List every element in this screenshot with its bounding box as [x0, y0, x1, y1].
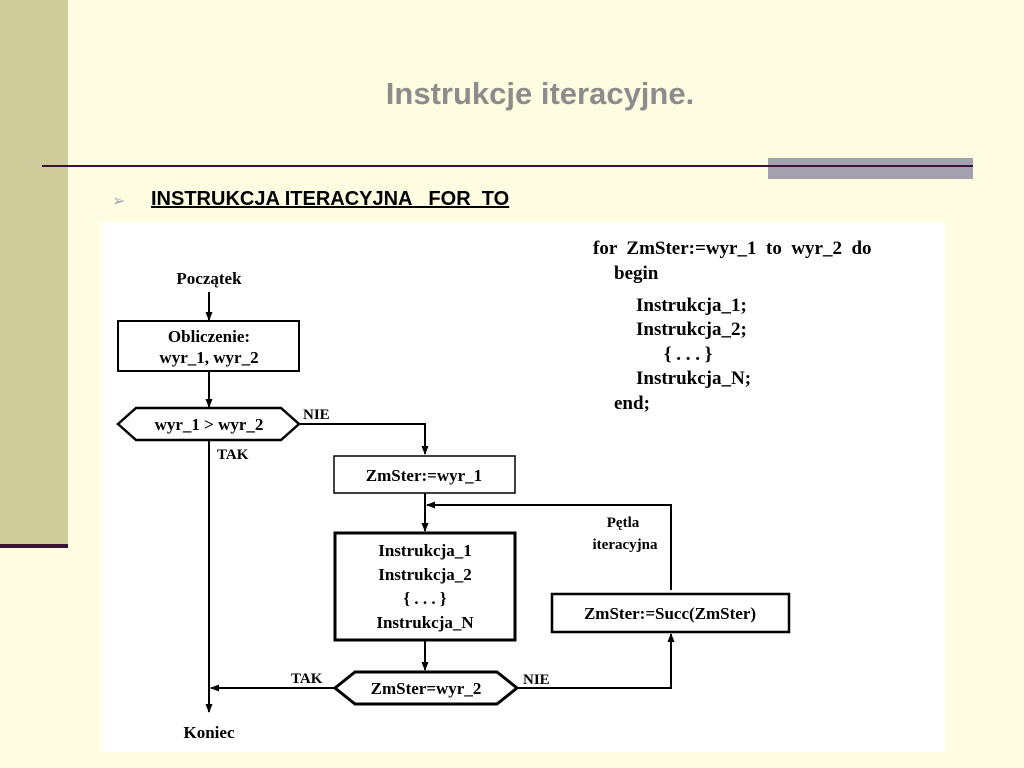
body-box [333, 531, 517, 642]
arrow-cond1-nie [299, 423, 429, 455]
code-line-ellipsis: { . . . } [664, 344, 712, 365]
cond2-label: ZmSter=wyr_2 [371, 679, 482, 698]
code-line-instr2: Instrukcja_2; [636, 319, 747, 340]
code-line-for: for ZmSter:=wyr_1 to wyr_2 do [593, 238, 872, 259]
code-line-begin: begin [614, 263, 659, 284]
succ-box [550, 592, 791, 634]
section-heading: INSTRUKCJA ITERACYJNA FOR TO [151, 188, 510, 210]
code-line-instrN: Instrukcja_N; [636, 368, 751, 389]
succ-label: ZmSter:=Succ(ZmSter) [584, 604, 756, 623]
arrow-loop-back [426, 501, 672, 590]
left-decorative-band [0, 0, 68, 547]
code-listing: for ZmSter:=wyr_1 to wyr_2 do begin Inst… [593, 238, 872, 414]
body-line-2: Instrukcja_2 [378, 565, 472, 584]
cond1-tak-label: TAK [217, 447, 249, 463]
start-label: Początek [176, 269, 242, 288]
body-line-1: Instrukcja_1 [378, 541, 472, 560]
slide-title: Instrukcje iteracyjne. [385, 76, 695, 111]
code-line-instr1: Instrukcja_1; [636, 295, 747, 316]
loop-label-2: iteracyjna [593, 537, 658, 553]
title-rule [42, 165, 973, 167]
cond2-tak-label: TAK [291, 671, 323, 687]
cond1-label: wyr_1 > wyr_2 [155, 415, 264, 434]
arrow-cond2-nie [517, 633, 675, 689]
cond2-nie-label: NIE [523, 672, 550, 688]
compute-line-1: Obliczenie: [168, 327, 250, 346]
assign-label: ZmSter:=wyr_1 [366, 466, 482, 485]
left-band-underline [0, 544, 68, 548]
title-rule-accent [768, 158, 973, 165]
bullet-arrow-icon: ➢ [112, 193, 126, 210]
cond1-nie-label: NIE [303, 407, 330, 423]
assign-box [333, 455, 516, 494]
compute-line-2: wyr_1, wyr_2 [159, 348, 258, 367]
body-line-4: Instrukcja_N [376, 613, 474, 632]
loop-label-1: Pętla [607, 515, 640, 531]
title-rule-accent-lower [768, 167, 973, 179]
code-line-end: end; [614, 393, 650, 414]
end-label: Koniec [184, 723, 235, 742]
flowchart-figure: for ZmSter:=wyr_1 to wyr_2 do begin Inst… [101, 222, 945, 752]
body-line-3: { . . . } [403, 589, 446, 608]
